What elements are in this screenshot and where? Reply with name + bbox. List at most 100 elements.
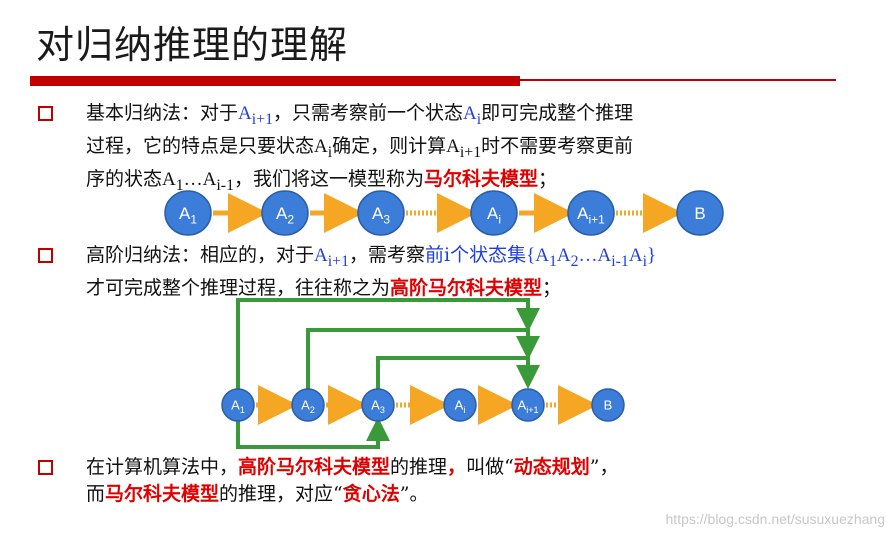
text: 序的状态 [86, 167, 163, 190]
state-node-label: Ai [455, 398, 466, 415]
math-sub: 2 [570, 252, 579, 270]
paragraph-high-order-induction: 高阶归纳法：相应的，对于Ai+1，需考察前i个状态集{A1A2…Ai-1Ai} … [86, 242, 876, 302]
bullet-3 [38, 460, 53, 475]
paragraph-algorithms: 在计算机算法中，高阶马尔科夫模型的推理，叫做“动态规划”， 而马尔科夫模型的推理… [86, 454, 876, 508]
state-node: B [591, 388, 625, 422]
math-base: A [556, 245, 571, 266]
term-greedy: 贪心法 [342, 483, 400, 505]
para1-line1: 基本归纳法：对于Ai+1，只需考察前一个状态Ai即可完成整个推理 [86, 100, 856, 133]
math-dots: … [578, 245, 598, 266]
state-node-label: A3 [371, 398, 385, 415]
state-node-circle [470, 190, 518, 236]
diagram-high-order-chain: A1 A2 A3 Ai Ai+1 B [221, 385, 625, 425]
dependency-arrow [236, 298, 540, 389]
math-sub: i+1 [251, 110, 273, 128]
para3-line1: 在计算机算法中，高阶马尔科夫模型的推理，叫做“动态规划”， [86, 454, 876, 481]
math-sub: 1 [175, 176, 184, 194]
math-sub: i [476, 110, 482, 128]
text: 确定，则计算 [332, 134, 447, 157]
math-sub: i+1 [327, 252, 349, 270]
title-underline-line [520, 79, 836, 81]
math-sub: i+1 [459, 143, 482, 161]
state-node: A1 [221, 388, 255, 422]
math-base: A [238, 103, 252, 124]
para1-line2: 过程，它的特点是只要状态Ai确定，则计算Ai+1时不需要考察更前 [86, 133, 856, 166]
math-a: Ai+1 [446, 136, 481, 161]
diagram-first-order-chain: A1 A2 A3 Ai Ai+1 B [164, 190, 724, 236]
state-node: A2 [261, 190, 309, 236]
text: ，只需考察前一个状态 [273, 102, 464, 124]
state-node: A1 [164, 190, 212, 236]
text: ； [538, 167, 558, 190]
watermark: https://blog.csdn.net/susuxuezhang [665, 511, 885, 527]
bullet-1 [38, 106, 53, 121]
state-node: B [676, 190, 724, 236]
diagram-high-order-dependencies [236, 298, 540, 449]
text: 而 [86, 483, 106, 505]
math-a: A1…Ai-1 [162, 168, 234, 194]
text: 高阶归纳法：相应的，对于 [86, 244, 315, 266]
state-node: Ai [443, 388, 477, 422]
text: ”。 [399, 483, 429, 505]
math-base: A [535, 245, 549, 266]
state-node-circle [164, 190, 212, 236]
math-sub: i [642, 252, 647, 270]
state-node-label: A2 [276, 204, 294, 226]
state-node-label: Ai+1 [518, 398, 539, 415]
math-sub: i-1 [611, 252, 629, 270]
para2-line2: 才可完成整个推理过程，往往称之为高阶马尔科夫模型； [86, 275, 876, 302]
state-node-circle [361, 388, 395, 422]
text: 时不需要考察更前 [481, 134, 634, 157]
state-node: Ai [470, 190, 518, 236]
state-node-label: A1 [179, 204, 197, 226]
math-set: {A1A2…Ai-1Ai} [526, 245, 657, 270]
math-dots: … [183, 168, 203, 190]
state-node-label: A2 [301, 398, 315, 415]
math-brace: { [526, 245, 536, 266]
math-base: A [314, 135, 328, 157]
title-underline-bar [30, 76, 520, 86]
term-prev-states: 前i个状态集 [425, 244, 527, 266]
math-a: Ai+1 [314, 245, 349, 270]
state-node-circle [443, 388, 477, 422]
state-node-label: B [604, 398, 613, 413]
state-node: A3 [361, 388, 395, 422]
text: ； [542, 276, 562, 299]
page-title: 对归纳推理的理解 [36, 23, 349, 67]
text: 即可完成整个推理 [481, 102, 634, 124]
text: ， [447, 456, 467, 478]
math-base: A [628, 245, 643, 266]
state-node-label: B [694, 204, 705, 223]
text: 在计算机算法中， [86, 456, 239, 478]
state-node-circle [511, 388, 545, 422]
text: 才可完成整个推理过程，往往称之为 [86, 276, 391, 299]
state-node-label: Ai+1 [577, 204, 605, 226]
bullet-2 [38, 248, 53, 263]
state-node-circle [676, 190, 724, 236]
math-base: A [162, 168, 176, 190]
state-node: A2 [291, 388, 325, 422]
text: ”， [589, 456, 619, 478]
state-node-circle [291, 388, 325, 422]
state-node: Ai+1 [567, 190, 615, 236]
term-dynamic-programming: 动态规划 [513, 456, 590, 478]
math-base: A [597, 245, 612, 266]
dependency-arrow [376, 356, 540, 389]
text: ，我们将这一模型称为 [234, 167, 425, 190]
math-brace: } [647, 245, 657, 266]
math-base: A [314, 245, 328, 266]
state-node-circle [357, 190, 405, 236]
text: 过程，它的特点是只要状态 [86, 134, 315, 157]
state-node-circle [221, 388, 255, 422]
text: 叫做“ [466, 456, 514, 478]
text: 基本归纳法：对于 [86, 102, 239, 124]
para3-line2: 而马尔科夫模型的推理，对应“贪心法”。 [86, 481, 876, 508]
term-high-order-markov: 高阶马尔科夫模型 [238, 456, 391, 478]
dependency-arrow [306, 328, 540, 389]
para1-line3: 序的状态A1…Ai-1，我们将这一模型称为马尔科夫模型； [86, 166, 856, 199]
text: 的推理，对应“ [219, 483, 343, 505]
state-node: A3 [357, 190, 405, 236]
state-node-label: A1 [231, 398, 245, 415]
state-node-circle [567, 190, 615, 236]
